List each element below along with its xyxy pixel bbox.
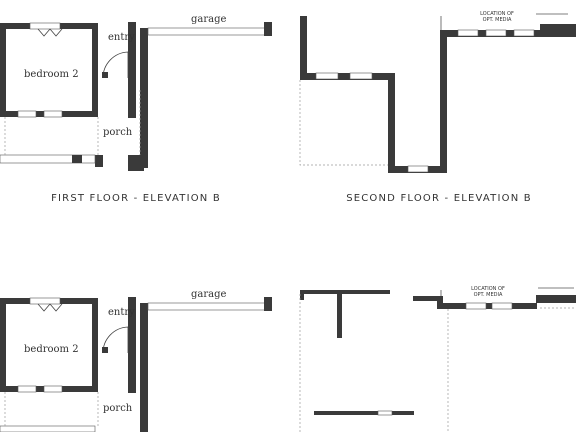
- lower-room-label-bedroom-2: bedroom 2: [24, 344, 79, 355]
- open-to-below-dashed: [299, 80, 388, 166]
- lower-right-main-wall: [437, 303, 537, 309]
- mid-upper-wall: [300, 73, 390, 80]
- lower-closet-door-opening: [29, 297, 61, 305]
- lower-bedroom-left-wall: [0, 298, 6, 392]
- lower-bottom-wall: [314, 411, 414, 415]
- lower-bedroom-window-2: [43, 385, 63, 393]
- lower-right-corner-wall: [536, 295, 576, 303]
- bedroom-window-1: [17, 110, 37, 118]
- lower-bedroom-right-wall: [92, 298, 98, 392]
- entry-small-wall: [102, 72, 108, 78]
- left-outer-wall: [300, 16, 307, 79]
- bedroom-window-2: [43, 110, 63, 118]
- lower-garage-wall: [140, 303, 148, 432]
- lower-second-floor-plan: LOCATION OF OPT. MEDIA: [299, 286, 576, 432]
- lower-porch-dashed-outline: [4, 392, 99, 426]
- lower-garage-top-opening: [147, 302, 267, 311]
- garage-right-post: [264, 22, 272, 36]
- room-label-bedroom-2: bedroom 2: [24, 69, 79, 80]
- porch-front-rail: [0, 154, 96, 164]
- lower-media-leader-line: [440, 287, 574, 296]
- bedroom-right-wall: [92, 23, 98, 117]
- closet-door-opening: [29, 22, 61, 30]
- media-leader-line: [440, 13, 568, 30]
- lower-bottom-window: [377, 410, 393, 416]
- window-e: [513, 29, 535, 37]
- porch-right-post: [128, 155, 144, 171]
- lower-garage-right-post: [264, 297, 272, 311]
- lower-media-note-line-1: LOCATION OF: [471, 286, 505, 292]
- lower-right-top-wall: [413, 296, 443, 301]
- media-note-line-2: OPT. MEDIA: [483, 17, 512, 23]
- center-left-wall: [388, 73, 395, 173]
- bedroom-left-wall: [0, 23, 6, 117]
- first-floor-elevation-b-plan: bedroom 2 entry porch garage FIRST FLOOR…: [0, 14, 272, 204]
- closet-door-swing: [37, 28, 63, 37]
- lower-first-floor-plan: bedroom 2 entry porch garage: [0, 289, 272, 432]
- room-label-porch: porch: [103, 127, 133, 138]
- porch-dashed-outline: [4, 90, 141, 155]
- lower-dashed-outline: [299, 294, 576, 432]
- window-b: [349, 72, 373, 80]
- lower-closet-door-swing: [37, 303, 63, 312]
- lower-top-left-tick: [300, 290, 304, 300]
- bottom-window: [407, 165, 429, 173]
- media-note-line-1: LOCATION OF: [480, 11, 514, 17]
- entry-right-wall: [128, 22, 136, 118]
- lower-media-note-line-2: OPT. MEDIA: [474, 292, 503, 298]
- first-floor-caption: FIRST FLOOR - ELEVATION B: [51, 193, 221, 204]
- lower-room-label-entry: entry: [108, 307, 135, 318]
- center-right-wall: [440, 30, 447, 173]
- lower-bedroom-window-1: [17, 385, 37, 393]
- lower-room-label-porch: porch: [103, 403, 133, 414]
- room-label-garage: garage: [191, 14, 227, 25]
- porch-left-post: [95, 155, 103, 167]
- lower-porch-front-rail: [0, 425, 96, 432]
- window-c: [457, 29, 479, 37]
- room-label-entry: entry: [108, 32, 135, 43]
- window-a: [315, 72, 339, 80]
- lower-window-b: [491, 302, 513, 310]
- second-floor-caption: SECOND FLOOR - ELEVATION B: [346, 193, 532, 204]
- garage-top-opening: [147, 27, 267, 36]
- lower-partition-wall: [337, 294, 342, 338]
- window-d: [485, 29, 507, 37]
- lower-entry-right-wall: [128, 297, 136, 393]
- second-floor-elevation-b-plan: LOCATION OF OPT. MEDIA SECOND FLOOR - EL…: [299, 11, 576, 204]
- lower-entry-small-wall: [102, 347, 108, 353]
- garage-wall: [140, 28, 148, 168]
- right-corner-wall: [540, 24, 576, 37]
- porch-rail-post: [72, 155, 82, 163]
- lower-room-label-garage: garage: [191, 289, 227, 300]
- lower-window-a: [465, 302, 487, 310]
- lower-corner-post: [437, 296, 443, 309]
- lower-top-left-wall: [300, 290, 390, 294]
